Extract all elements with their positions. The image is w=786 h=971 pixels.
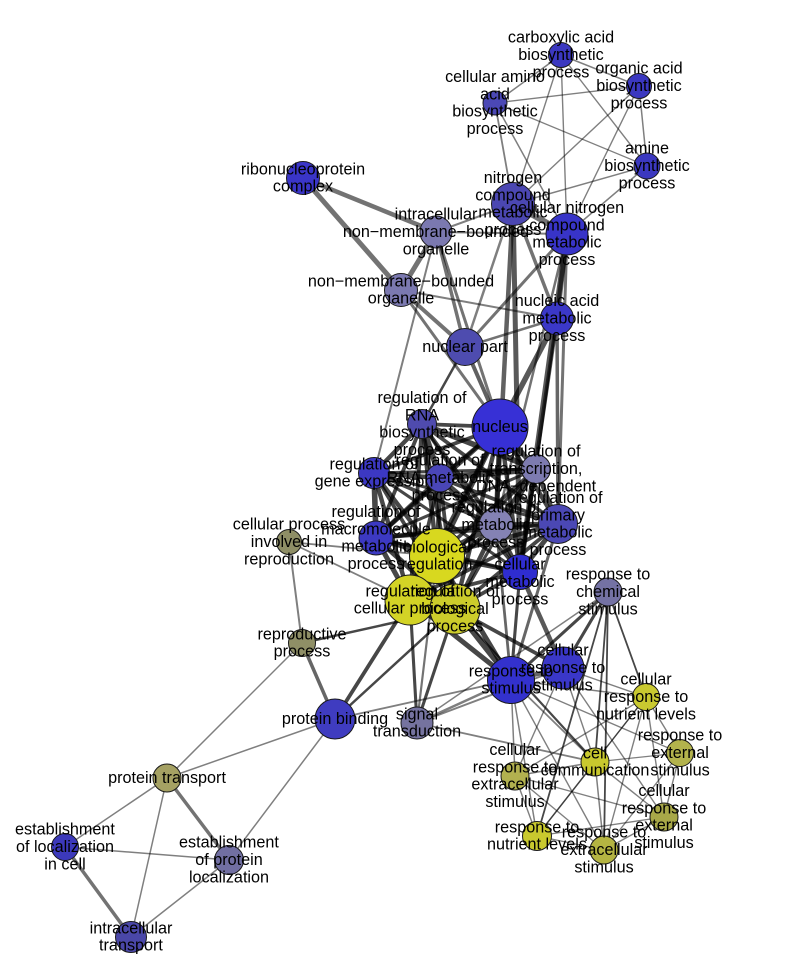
svg-text:protein transport: protein transport [108,769,226,787]
svg-text:protein binding: protein binding [282,710,388,728]
svg-text:nucleus: nucleus [472,418,528,436]
svg-text:nuclear part: nuclear part [422,338,508,356]
